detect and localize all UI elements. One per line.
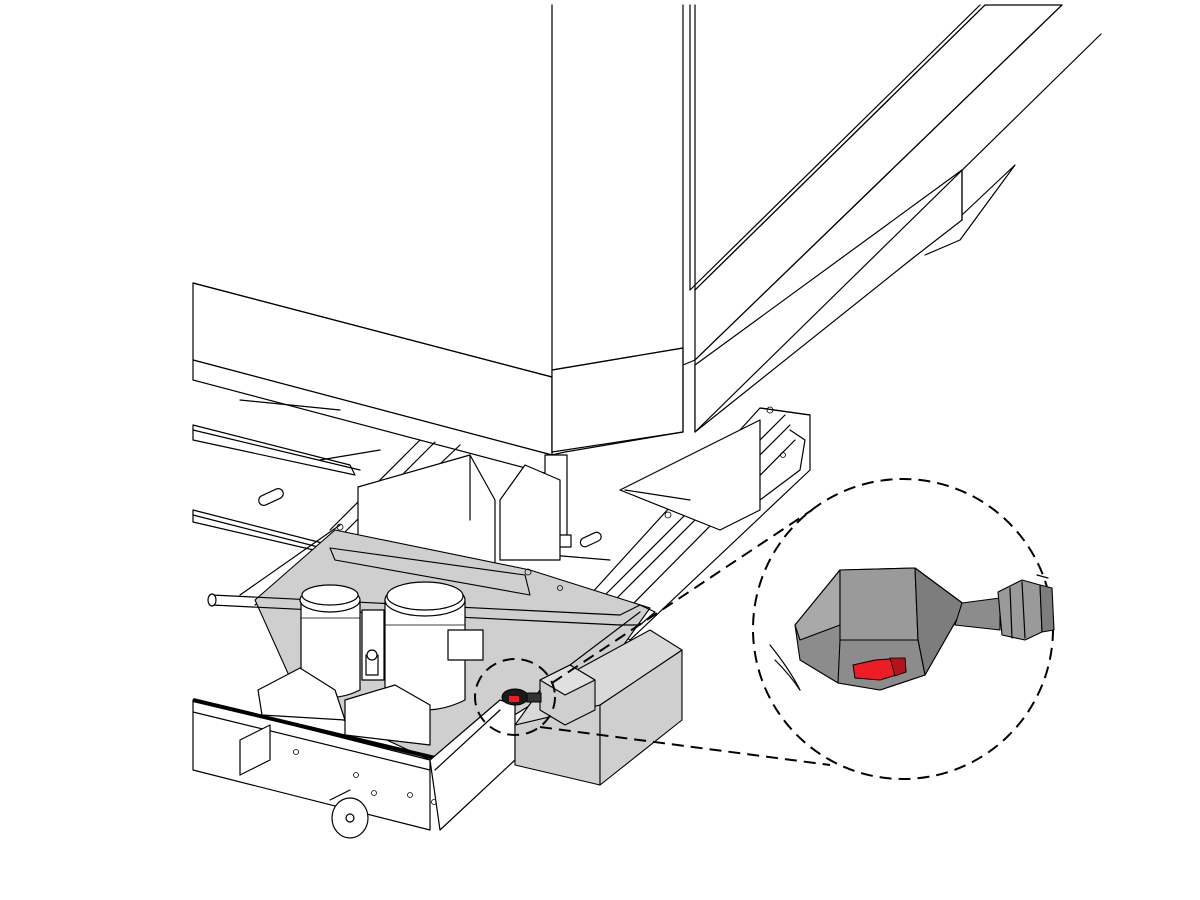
cabinet <box>192 4 1102 548</box>
caster-wheel <box>329 789 369 839</box>
frame-slot <box>258 488 284 506</box>
cabinet-front-face <box>551 347 684 453</box>
rocker-switch-icon <box>769 567 966 691</box>
base-frame <box>192 399 811 641</box>
pump-coupling <box>361 609 385 681</box>
trolley-front <box>192 698 516 831</box>
frame-slot <box>579 531 602 548</box>
rocker-switch-small <box>501 688 542 706</box>
motor-feet <box>257 667 431 746</box>
cabinet-left-face <box>192 282 553 456</box>
detail-callout <box>474 478 1055 780</box>
cable-gland-icon <box>954 574 1055 641</box>
pump-motor-right <box>384 581 484 711</box>
